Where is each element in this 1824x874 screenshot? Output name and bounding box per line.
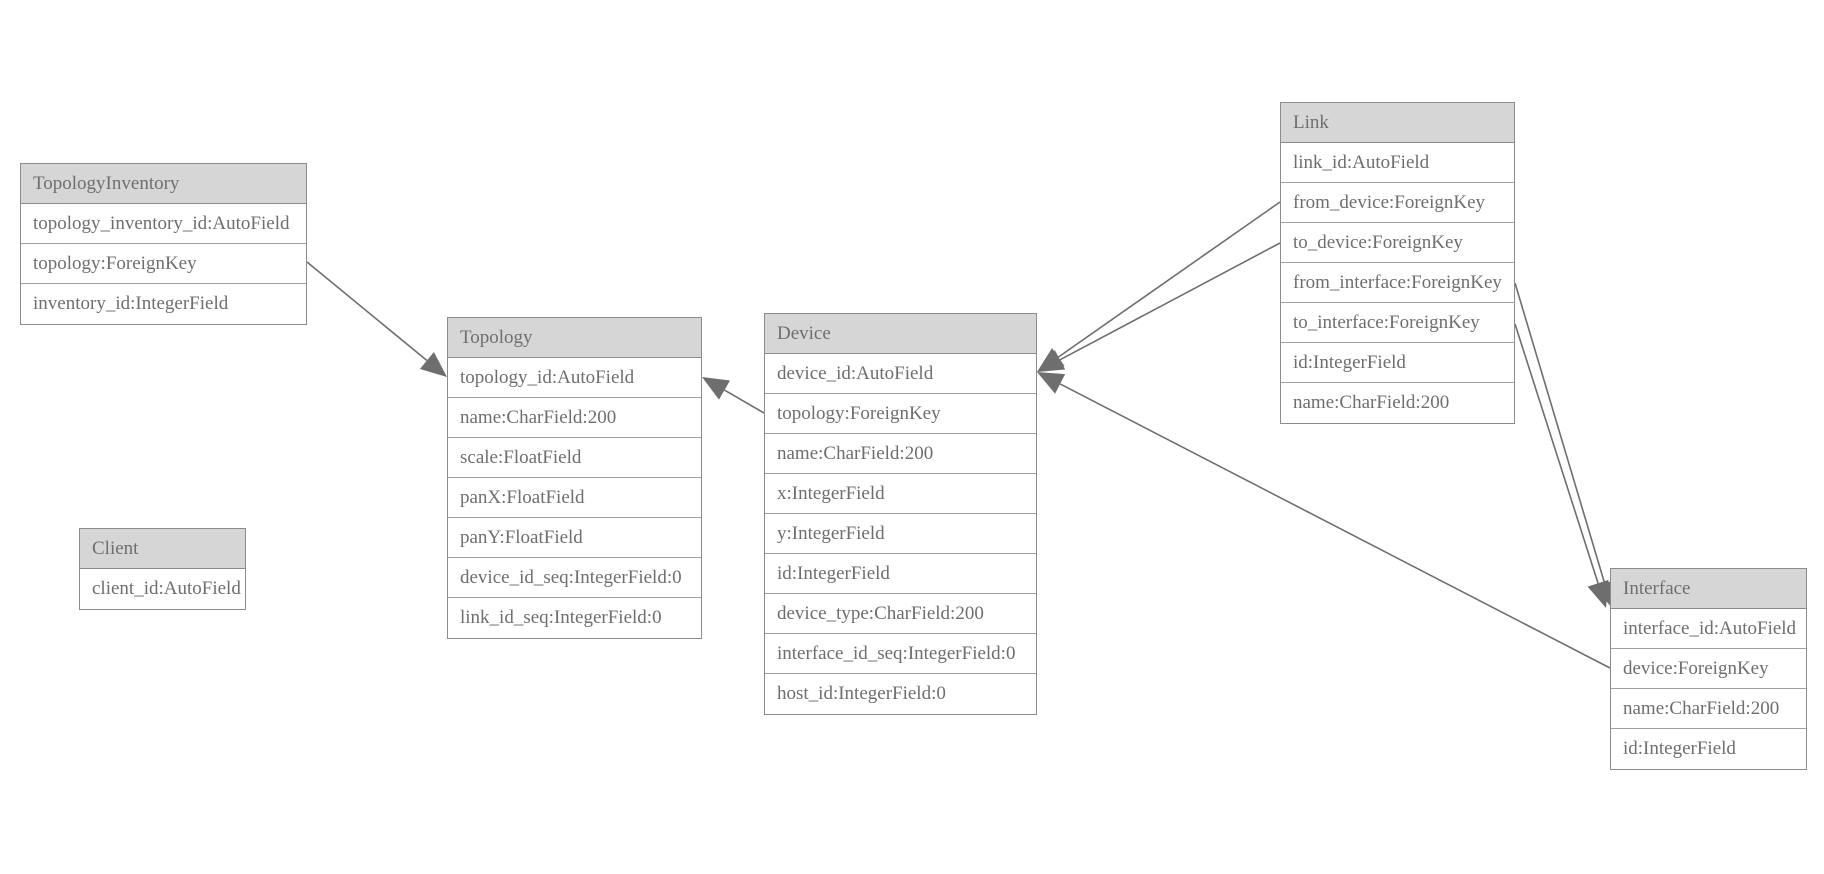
relation-arrowhead bbox=[419, 351, 447, 377]
relation-arrowhead bbox=[702, 377, 731, 400]
relation-line bbox=[306, 261, 428, 362]
entity-field[interactable]: id:IntegerField bbox=[1611, 729, 1806, 769]
entity-field[interactable]: interface_id:AutoField bbox=[1611, 609, 1806, 649]
relation-rel-link-todevice-device bbox=[1037, 242, 1281, 372]
relation-arrowhead bbox=[1037, 372, 1066, 394]
entity-field[interactable]: host_id:IntegerField:0 bbox=[765, 674, 1036, 714]
entity-field[interactable]: name:CharField:200 bbox=[1281, 383, 1514, 423]
entity-field[interactable]: topology:ForeignKey bbox=[21, 244, 306, 284]
entity-field[interactable]: topology_inventory_id:AutoField bbox=[21, 204, 306, 244]
entity-title-client: Client bbox=[80, 529, 245, 569]
entity-field[interactable]: name:CharField:200 bbox=[448, 398, 701, 438]
entity-field[interactable]: from_device:ForeignKey bbox=[1281, 183, 1514, 223]
entity-field[interactable]: panY:FloatField bbox=[448, 518, 701, 558]
entity-field[interactable]: name:CharField:200 bbox=[765, 434, 1036, 474]
entity-field[interactable]: inventory_id:IntegerField bbox=[21, 284, 306, 324]
entity-title-topology-inventory: TopologyInventory bbox=[21, 164, 306, 204]
entity-field[interactable]: id:IntegerField bbox=[1281, 343, 1514, 383]
entity-title-interface: Interface bbox=[1611, 569, 1806, 609]
relation-arrowhead bbox=[1587, 579, 1609, 608]
entity-field[interactable]: device:ForeignKey bbox=[1611, 649, 1806, 689]
relation-rel-topologyinventory-topology bbox=[306, 261, 447, 377]
relation-line bbox=[724, 389, 765, 414]
entity-title-link: Link bbox=[1281, 103, 1514, 143]
entity-field[interactable]: name:CharField:200 bbox=[1611, 689, 1806, 729]
relation-line bbox=[1057, 201, 1281, 358]
entity-title-topology: Topology bbox=[448, 318, 701, 358]
relation-line bbox=[1514, 323, 1599, 584]
relation-rel-link-frominterface-interface bbox=[1514, 282, 1616, 608]
entity-field[interactable]: client_id:AutoField bbox=[80, 569, 245, 609]
entity-field[interactable]: y:IntegerField bbox=[765, 514, 1036, 554]
entity-field[interactable]: link_id:AutoField bbox=[1281, 143, 1514, 183]
entity-field[interactable]: from_interface:ForeignKey bbox=[1281, 263, 1514, 303]
entity-field[interactable]: x:IntegerField bbox=[765, 474, 1036, 514]
entity-field[interactable]: id:IntegerField bbox=[765, 554, 1036, 594]
entity-field[interactable]: device_id:AutoField bbox=[765, 354, 1036, 394]
entity-field[interactable]: scale:FloatField bbox=[448, 438, 701, 478]
entity-title-device: Device bbox=[765, 314, 1036, 354]
relation-line bbox=[1059, 242, 1281, 361]
relation-rel-link-fromdevice-device bbox=[1037, 201, 1281, 372]
relation-rel-device-topology bbox=[702, 377, 765, 414]
relation-line bbox=[1059, 383, 1611, 669]
entity-field[interactable]: link_id_seq:IntegerField:0 bbox=[448, 598, 701, 638]
relation-line bbox=[1514, 282, 1606, 584]
entity-field[interactable]: device_type:CharField:200 bbox=[765, 594, 1036, 634]
entity-field[interactable]: topology:ForeignKey bbox=[765, 394, 1036, 434]
relation-arrowhead bbox=[1037, 348, 1065, 372]
entity-field[interactable]: topology_id:AutoField bbox=[448, 358, 701, 398]
entity-field[interactable]: to_interface:ForeignKey bbox=[1281, 303, 1514, 343]
entity-field[interactable]: interface_id_seq:IntegerField:0 bbox=[765, 634, 1036, 674]
entity-field[interactable]: panX:FloatField bbox=[448, 478, 701, 518]
entity-field[interactable]: device_id_seq:IntegerField:0 bbox=[448, 558, 701, 598]
relation-rel-link-tointerface-interface bbox=[1514, 323, 1609, 608]
entity-field[interactable]: to_device:ForeignKey bbox=[1281, 223, 1514, 263]
relation-arrowhead bbox=[1037, 350, 1066, 372]
